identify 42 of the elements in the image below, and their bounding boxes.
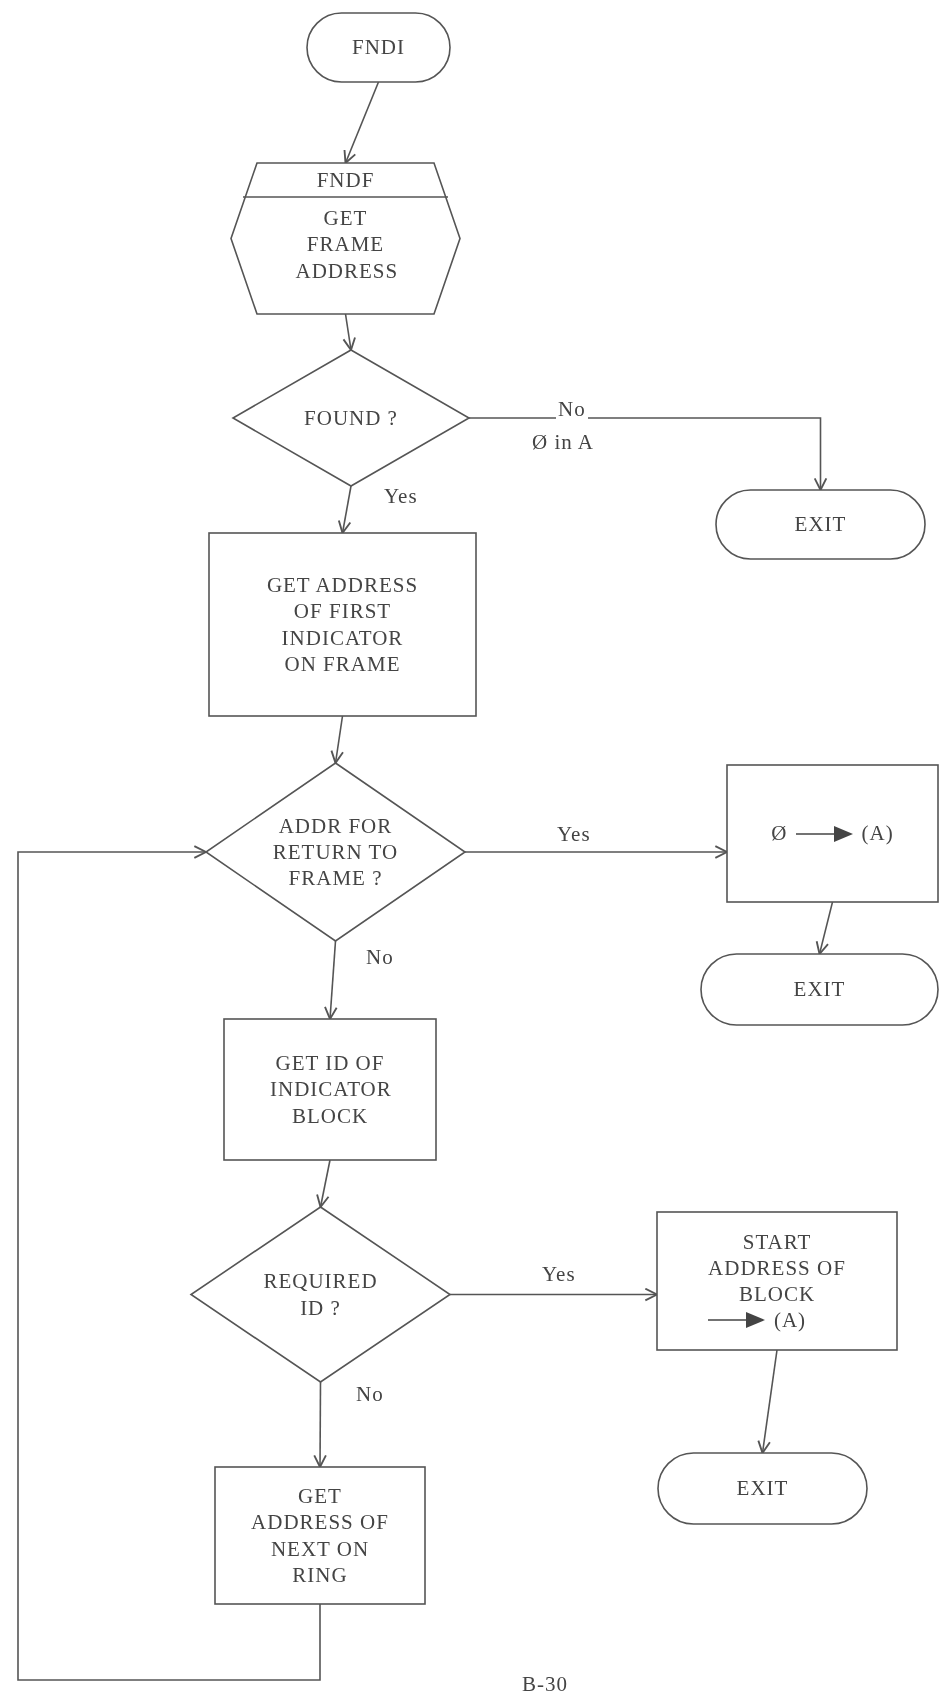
terminal-shape bbox=[658, 1453, 867, 1524]
terminal-shape bbox=[716, 490, 925, 559]
node-text: EXIT bbox=[793, 976, 846, 1003]
decision-diamond bbox=[206, 763, 465, 941]
node-text: EXIT bbox=[794, 511, 847, 538]
process-box bbox=[209, 533, 476, 716]
node-text: Ø bbox=[771, 820, 788, 847]
node-text: GET FRAME ADDRESS bbox=[295, 205, 396, 284]
node-text: (A) bbox=[861, 820, 894, 847]
node-text: START ADDRESS OF BLOCK bbox=[707, 1228, 847, 1308]
preparation-hexagon bbox=[231, 163, 460, 314]
arrow bbox=[330, 715, 344, 764]
arrow bbox=[468, 417, 828, 491]
arrow bbox=[313, 1381, 327, 1468]
node-text: GET ID OF INDICATOR BLOCK bbox=[270, 1050, 390, 1129]
terminal-shape bbox=[307, 13, 450, 82]
arrow bbox=[757, 1349, 778, 1454]
node-text: FNDI bbox=[352, 34, 405, 61]
node-text: (A) bbox=[773, 1307, 807, 1334]
node-text: FOUND ? bbox=[304, 404, 398, 432]
terminal-shape bbox=[701, 954, 938, 1025]
node-text: FNDF bbox=[316, 167, 375, 194]
decision-diamond bbox=[233, 350, 469, 486]
arrow bbox=[337, 485, 352, 534]
node-text: GET ADDRESS OF NEXT ON RING bbox=[250, 1483, 390, 1588]
process-box bbox=[657, 1212, 897, 1350]
node-text: ADDR FOR RETURN TO FRAME ? bbox=[271, 812, 400, 892]
arrow bbox=[449, 1287, 658, 1302]
arrow bbox=[815, 901, 834, 955]
node-text: EXIT bbox=[736, 1475, 789, 1502]
node-text: GET ADDRESS OF FIRST INDICATOR ON FRAME bbox=[265, 572, 420, 677]
arrow bbox=[324, 940, 338, 1020]
process-box bbox=[727, 765, 938, 902]
arrow bbox=[464, 845, 728, 859]
process-box bbox=[224, 1019, 436, 1160]
arrow bbox=[342, 313, 356, 351]
arrow bbox=[17, 845, 321, 1681]
decision-diamond bbox=[191, 1207, 450, 1382]
node-text: REQUIRED ID ? bbox=[262, 1268, 379, 1321]
arrow bbox=[316, 1159, 331, 1208]
process-box bbox=[215, 1467, 425, 1604]
arrow bbox=[343, 81, 380, 164]
